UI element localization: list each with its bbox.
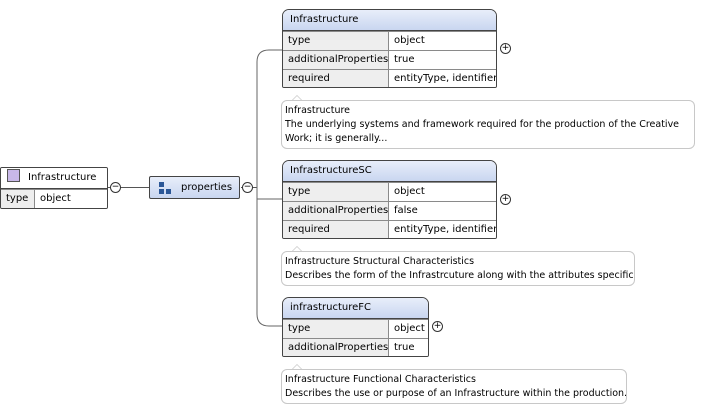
properties-collapse-icon[interactable]: −: [242, 182, 253, 193]
row-key: required: [283, 70, 389, 87]
properties-label: properties: [181, 182, 233, 193]
row-key: type: [283, 183, 389, 201]
expand-icon[interactable]: +: [432, 321, 443, 332]
row-key: additionalProperties: [283, 339, 389, 356]
note-title: Infrastructure: [285, 105, 351, 116]
note-text: Describes the form of the Infrastrcuture…: [285, 270, 635, 281]
row-value: false: [389, 202, 496, 220]
note-pointer: [291, 364, 303, 370]
child-title: InfrastructureSC: [283, 161, 496, 182]
root-row-type: type object: [1, 189, 107, 208]
note-text: The underlying systems and framework req…: [285, 119, 680, 130]
expand-icon[interactable]: +: [500, 43, 511, 54]
row-value: object: [389, 32, 496, 50]
child-description: Infrastructure Functional Characteristic…: [281, 369, 627, 404]
note-text: Work; it is generally...: [285, 133, 388, 144]
row-value: object: [389, 320, 428, 338]
root-row-value: object: [35, 190, 107, 208]
child-description: Infrastructure Structural Characteristic…: [281, 251, 635, 286]
row-key: type: [283, 32, 389, 50]
row-key: type: [283, 320, 389, 338]
properties-icon: [159, 182, 171, 194]
row-value: object: [389, 183, 496, 201]
child-title: infrastructureFC: [283, 298, 428, 319]
note-title: Infrastructure Structural Characteristic…: [285, 256, 475, 267]
note-title: Infrastructure Functional Characteristic…: [285, 374, 476, 385]
note-pointer: [291, 246, 303, 252]
row-key: additionalProperties: [283, 51, 389, 69]
row-key: additionalProperties: [283, 202, 389, 220]
row-value: entityType, identifier: [389, 70, 496, 87]
properties-node[interactable]: properties: [149, 176, 240, 199]
row-key: required: [283, 221, 389, 238]
root-node-header: Infrastructure: [1, 168, 107, 189]
note-pointer: [291, 95, 303, 101]
object-icon: [7, 169, 20, 182]
row-value: true: [389, 51, 496, 69]
note-text: Describes the use or purpose of an Infra…: [285, 388, 627, 399]
root-row-key: type: [1, 190, 35, 208]
child-description: Infrastructure The underlying systems an…: [281, 100, 695, 149]
row-value: entityType, identifier: [389, 221, 496, 238]
connector-root-to-props: [107, 187, 149, 188]
expand-icon[interactable]: +: [500, 194, 511, 205]
row-value: true: [389, 339, 428, 356]
root-node-title: Infrastructure: [28, 172, 97, 183]
child-title: Infrastructure: [283, 10, 496, 31]
root-node[interactable]: Infrastructure type object: [0, 167, 108, 209]
root-collapse-icon[interactable]: −: [110, 182, 121, 193]
